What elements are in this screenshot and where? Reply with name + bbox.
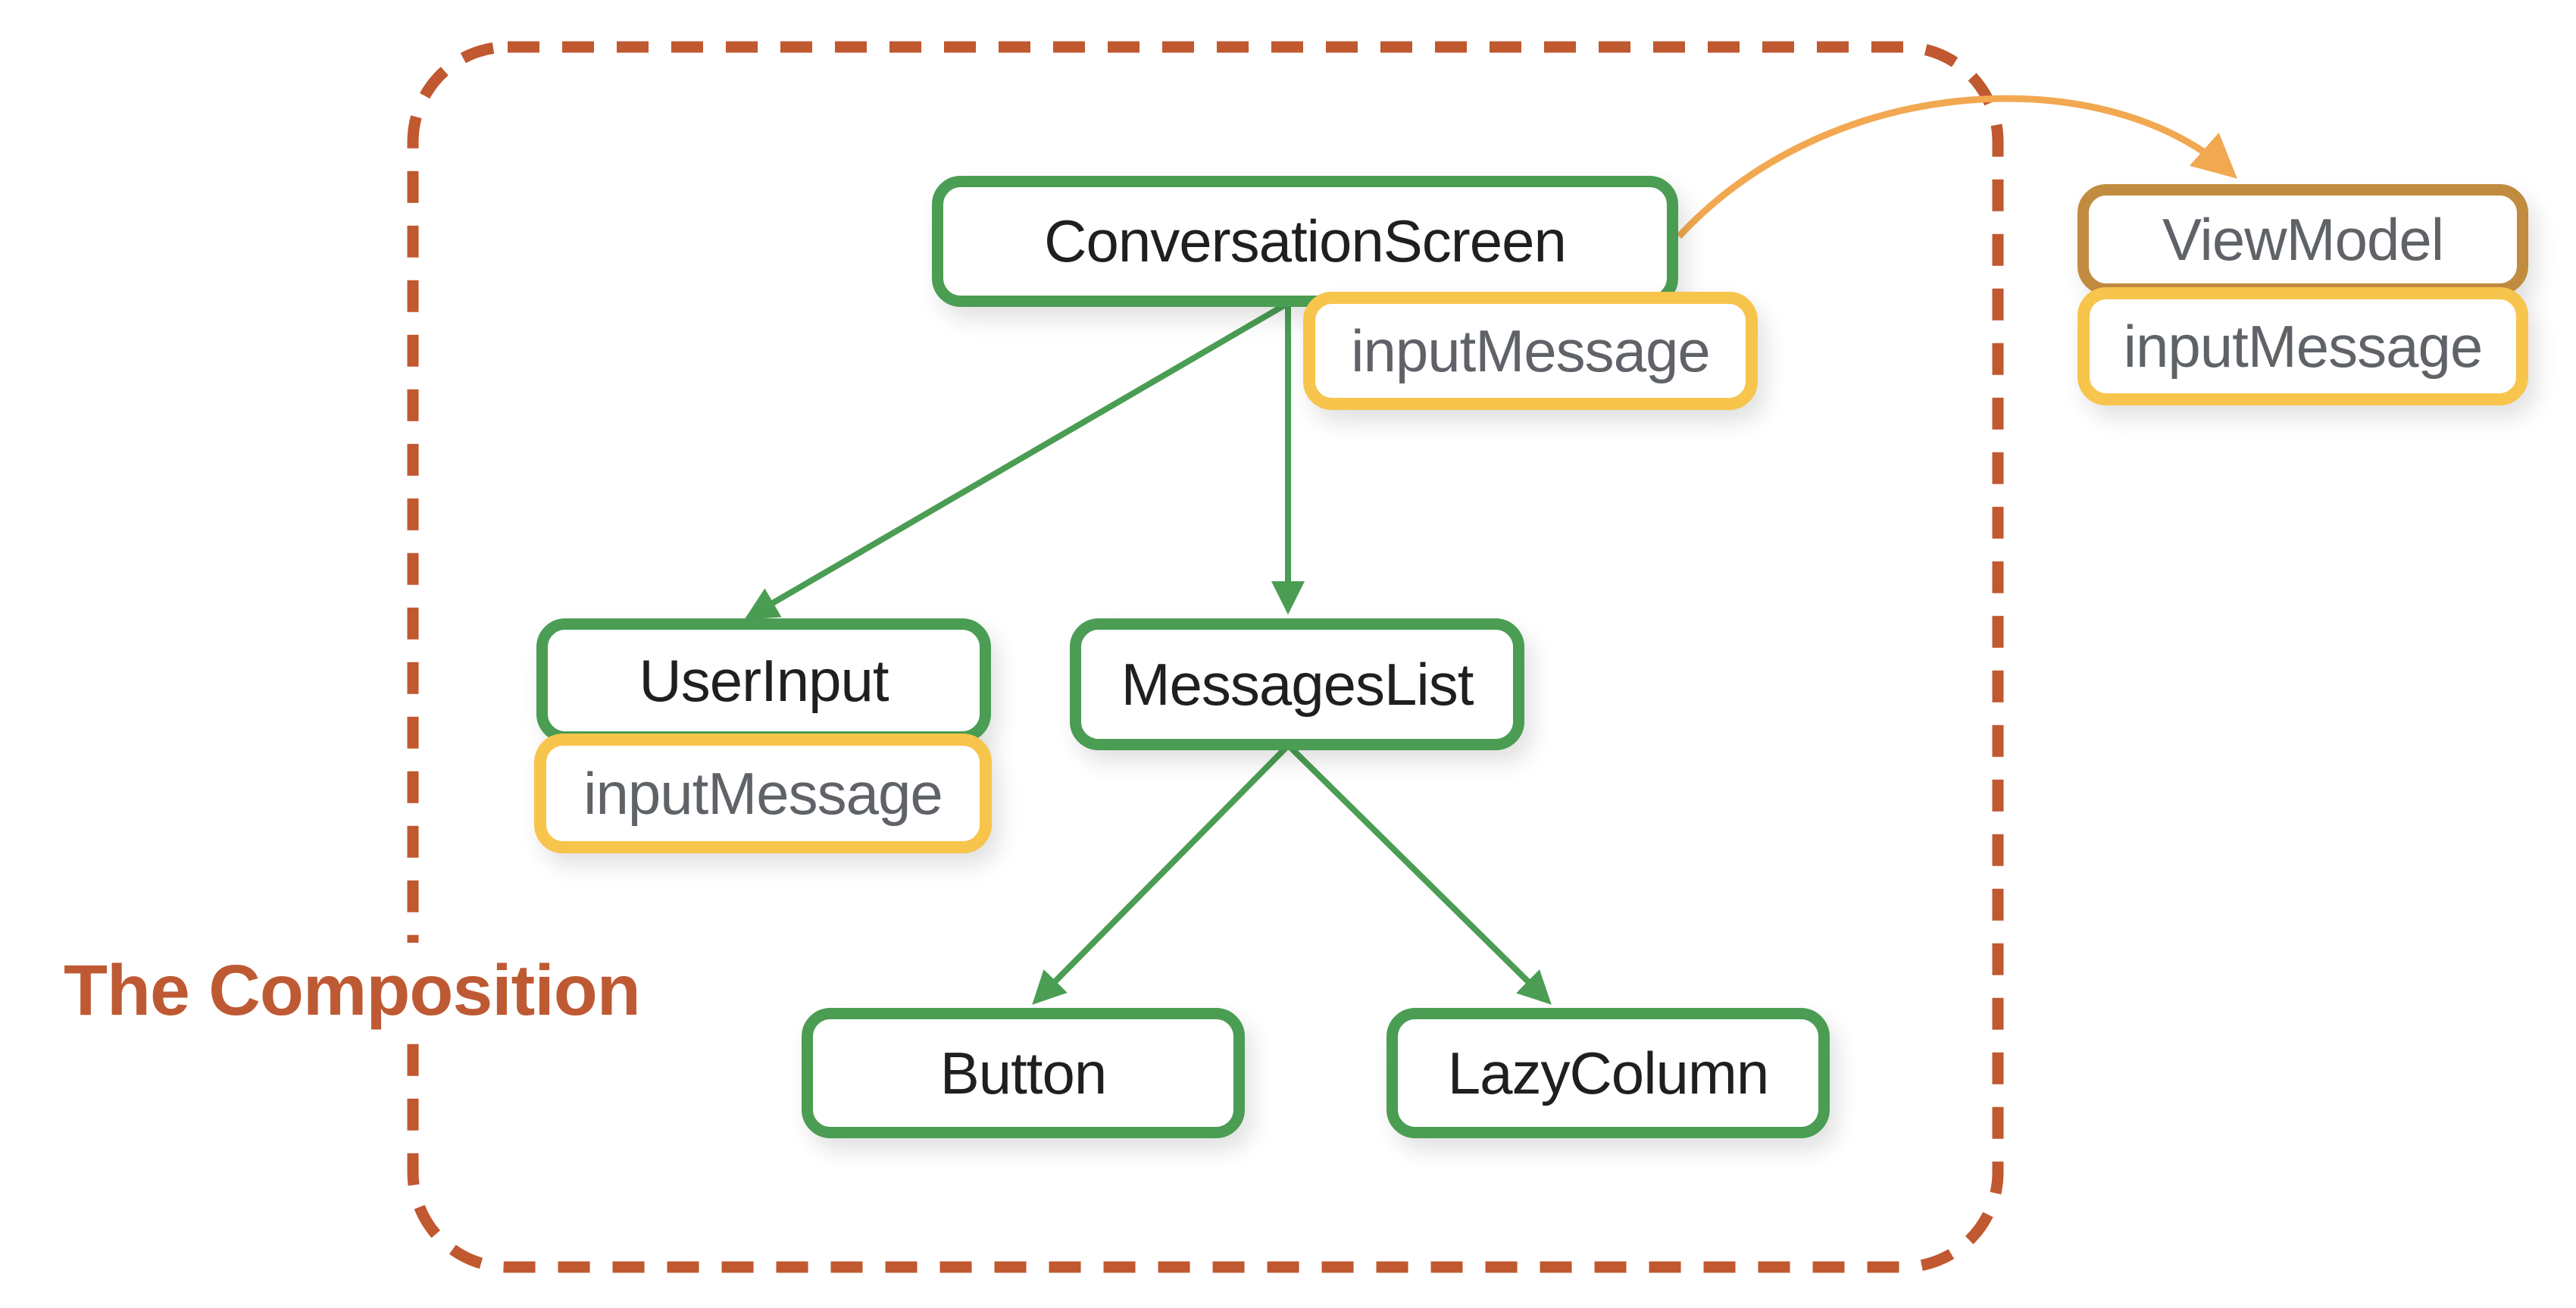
edge-messageslist-button [1032,745,1289,1005]
state-badge-user-input: inputMessage [534,734,992,853]
state-badge-view-model: inputMessage [2077,287,2528,405]
node-messages-list: MessagesList [1070,618,1524,750]
diagram-title: The Composition [53,943,651,1039]
node-user-input: UserInput [536,618,991,743]
node-view-model: ViewModel [2077,184,2528,295]
node-label: LazyColumn [1447,1039,1770,1106]
node-label: ConversationScreen [1044,208,1567,274]
state-badge-conversation-screen: inputMessage [1303,292,1758,410]
state-badge-label: inputMessage [583,759,943,827]
edge-messageslist-lazycolumn [1288,745,1552,1005]
node-label: UserInput [639,646,889,714]
edge-conversationscreen-viewmodel [1676,95,2237,239]
state-badge-label: inputMessage [1351,317,1711,384]
node-label: ViewModel [2162,205,2444,273]
node-label: Button [939,1039,1108,1106]
node-label: MessagesList [1121,650,1474,718]
state-badge-label: inputMessage [2123,312,2484,380]
node-button: Button [802,1008,1245,1138]
node-lazy-column: LazyColumn [1386,1008,1830,1138]
edge-conversationscreen-userinput [744,302,1286,620]
node-conversation-screen: ConversationScreen [932,176,1678,307]
